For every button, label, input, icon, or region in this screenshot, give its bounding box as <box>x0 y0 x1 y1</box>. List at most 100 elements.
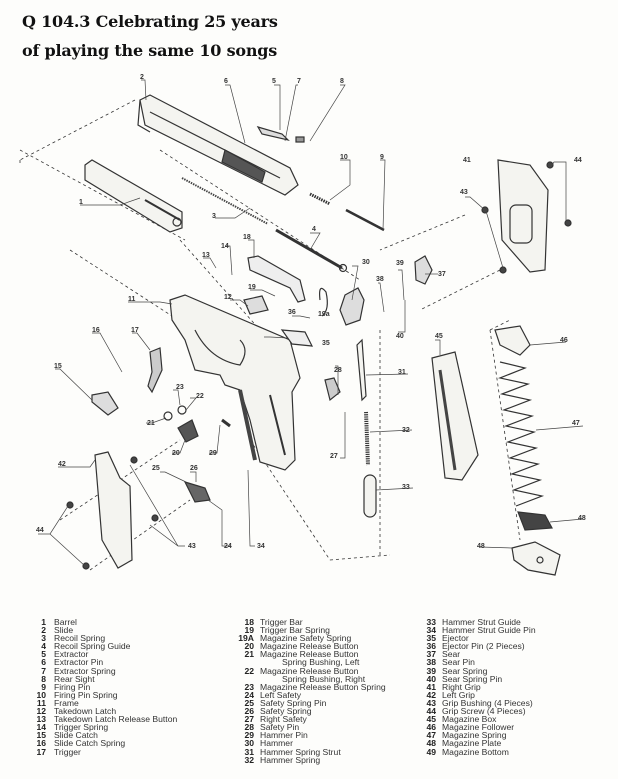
callout-32: 32 <box>402 427 410 434</box>
callout-43-top: 43 <box>460 189 468 196</box>
parts-row-continuation: Spring Bushing, Right <box>282 673 366 684</box>
leader-lines <box>38 79 584 567</box>
callout-14: 14 <box>221 243 229 250</box>
callout-7: 7 <box>297 78 301 85</box>
callout-39: 39 <box>396 260 404 267</box>
callout-16: 16 <box>92 327 100 334</box>
callout-3: 3 <box>212 213 216 220</box>
callout-29: 29 <box>209 450 217 457</box>
callout-labels: 2 6 5 7 8 1 3 4 10 9 18 14 13 19 12 11 1… <box>36 74 586 550</box>
callout-44: 44 <box>36 527 44 534</box>
callout-5: 5 <box>272 78 276 85</box>
callout-37: 37 <box>438 271 446 278</box>
callout-1: 1 <box>79 199 83 206</box>
callout-10: 10 <box>340 154 348 161</box>
callout-31: 31 <box>398 369 406 376</box>
callout-19a: 19a <box>318 311 330 318</box>
callout-19: 19 <box>248 284 256 291</box>
frame-part <box>169 294 301 471</box>
callout-42: 42 <box>58 461 66 468</box>
callout-13: 13 <box>202 252 210 259</box>
callout-12: 12 <box>224 294 232 301</box>
slide-part <box>137 94 299 196</box>
callout-24: 24 <box>224 543 232 550</box>
callout-18: 18 <box>243 234 251 241</box>
callout-26: 26 <box>190 465 198 472</box>
callout-38: 38 <box>376 276 384 283</box>
callout-28: 28 <box>334 367 342 374</box>
callout-34: 34 <box>257 543 265 550</box>
headline-line-2: of playing the same 10 songs <box>22 41 278 60</box>
callout-44-top: 44 <box>574 157 582 164</box>
callout-23: 23 <box>176 384 184 391</box>
callout-36: 36 <box>288 309 296 316</box>
callout-20: 20 <box>172 450 180 457</box>
callout-4: 4 <box>312 226 316 233</box>
exploded-pistol-diagram: 2 6 5 7 8 1 3 4 10 9 18 14 13 19 12 11 1… <box>19 74 586 576</box>
callout-6: 6 <box>224 78 228 85</box>
callout-22: 22 <box>196 393 204 400</box>
callout-49: 48 <box>477 543 485 550</box>
callout-48: 48 <box>578 515 586 522</box>
callout-47: 47 <box>572 420 580 427</box>
callout-27: 27 <box>330 453 338 460</box>
callout-8: 8 <box>340 78 344 85</box>
callout-11: 11 <box>128 296 136 303</box>
callout-41: 41 <box>463 157 471 164</box>
callout-35: 35 <box>322 340 330 347</box>
callout-21: 21 <box>147 420 155 427</box>
barrel-part <box>84 159 183 233</box>
callout-17: 17 <box>131 327 139 334</box>
parts-row-continuation: Spring Bushing, Left <box>282 657 360 668</box>
callout-15: 15 <box>54 363 62 370</box>
callout-43: 43 <box>188 543 196 550</box>
callout-40: 40 <box>396 333 404 340</box>
callout-2: 2 <box>140 74 144 81</box>
callout-33: 33 <box>402 484 410 491</box>
